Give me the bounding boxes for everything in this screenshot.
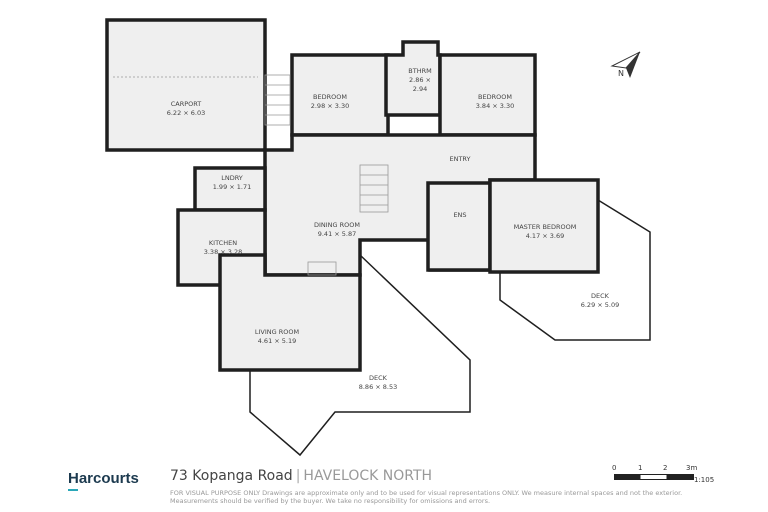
north-arrow-icon: N: [610, 51, 641, 78]
bathroom-area: [384, 40, 442, 117]
master-bedroom-area: [488, 178, 600, 274]
deck-master-label: DECK: [591, 292, 610, 300]
ensuite-label: ENS: [453, 211, 466, 219]
bedroom1-size: 2.98 × 3.30: [311, 102, 350, 110]
bathroom-size: 2.86 ×: [409, 76, 431, 84]
disclaimer: FOR VISUAL PURPOSE ONLY Drawings are app…: [170, 489, 683, 505]
dining-label: DINING ROOM: [314, 221, 360, 229]
carport-size: 6.22 × 6.03: [167, 109, 206, 117]
scale-ratio: 1:105: [694, 476, 715, 484]
bathroom-size-2: 2.94: [413, 85, 427, 93]
master-bedroom-label: MASTER BEDROOM: [514, 223, 577, 231]
carport-area: [105, 18, 267, 152]
bedroom2-size: 3.84 × 3.30: [476, 102, 515, 110]
living-room-size: 4.61 × 5.19: [258, 337, 297, 345]
deck-main-size: 8.86 × 8.53: [359, 383, 398, 391]
deck-master-size: 6.29 × 5.09: [581, 301, 620, 309]
dining-size: 9.41 × 5.87: [318, 230, 357, 238]
kitchen-size: 3.38 × 3.28: [204, 248, 243, 256]
bathroom-label: BTHRM: [408, 67, 431, 75]
entry-label: ENTRY: [449, 155, 470, 163]
bedroom2-area: [438, 53, 537, 137]
scale-tick: 2: [663, 464, 668, 472]
brand-logo: Harcourts: [68, 470, 139, 487]
street: 73 Kopanga Road: [170, 468, 293, 484]
living-area: [218, 253, 362, 372]
living-room-label: LIVING ROOM: [255, 328, 299, 336]
master-bedroom-size: 4.17 × 3.69: [526, 232, 565, 240]
stairs: [264, 74, 389, 276]
ensuite-area: [426, 181, 492, 272]
scale-bar: 0 1 2 3m 1:105: [610, 464, 720, 494]
brand-underline: [68, 489, 78, 491]
town: HAVELOCK NORTH: [303, 468, 433, 484]
carport-label: CARPORT: [171, 100, 202, 108]
scale-tick: 3m: [686, 464, 698, 472]
laundry-size: 1.99 × 1.71: [213, 183, 252, 191]
north-label: N: [618, 69, 624, 78]
scale-tick: 1: [638, 464, 643, 472]
scale-tick: 0: [612, 464, 617, 472]
kitchen-label: KITCHEN: [209, 239, 237, 247]
bedroom2-label: BEDROOM: [478, 93, 512, 101]
bedroom1-label: BEDROOM: [313, 93, 347, 101]
deck-main-label: DECK: [369, 374, 388, 382]
property-address: 73 Kopanga Road|HAVELOCK NORTH: [170, 468, 432, 484]
separator: |: [295, 468, 301, 484]
laundry-label: LNDRY: [221, 174, 243, 182]
